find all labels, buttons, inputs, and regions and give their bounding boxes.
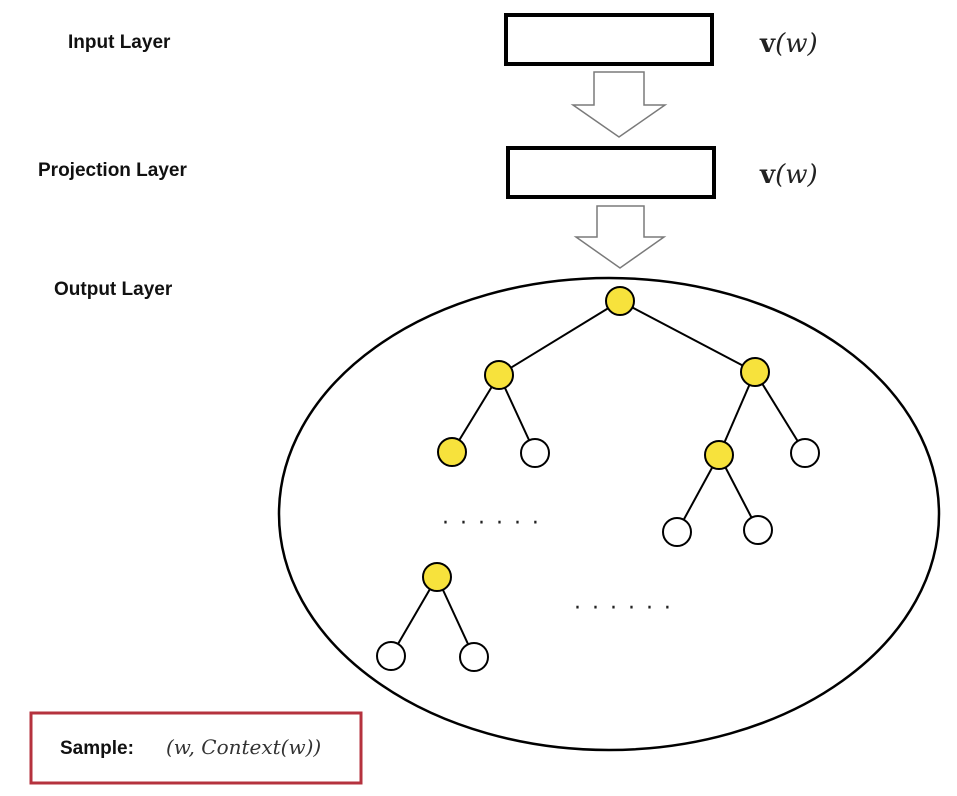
tree-edge	[619, 300, 756, 373]
tree-edge	[390, 576, 438, 657]
tree-node-highlighted	[437, 437, 467, 467]
down-arrow-icon	[570, 71, 668, 138]
tree-node-plain	[662, 517, 692, 547]
tree-node-highlighted	[484, 360, 514, 390]
tree-edge	[451, 374, 500, 453]
projection-vector-symbol: v	[759, 160, 776, 190]
input-layer-box	[504, 13, 714, 66]
sample-box	[29, 711, 363, 785]
projection-vector-label: v(w)	[759, 160, 818, 190]
tree-edge	[754, 371, 806, 454]
tree-node-plain	[743, 515, 773, 545]
tree-node-highlighted	[740, 357, 770, 387]
input-vector-label: v(w)	[759, 29, 818, 59]
tree-edge	[718, 371, 756, 456]
sample-value: (w, Context(w))	[166, 735, 321, 759]
tree-ellipsis-right: · · · · · ·	[574, 596, 673, 621]
tree-node-highlighted	[422, 562, 452, 592]
tree-node-plain	[520, 438, 550, 468]
tree-node-plain	[376, 641, 406, 671]
input-vector-arg: (w)	[775, 29, 818, 59]
tree-node-plain	[790, 438, 820, 468]
input-layer-label: Input Layer	[68, 32, 171, 53]
tree-ellipsis-left: · · · · · ·	[442, 511, 541, 536]
input-vector-symbol: v	[759, 29, 776, 59]
output-layer-ellipse	[277, 276, 941, 752]
output-layer-label: Output Layer	[54, 279, 173, 300]
sample-label: Sample:	[60, 738, 134, 759]
tree-node-plain	[459, 642, 489, 672]
projection-layer-box	[506, 146, 716, 199]
projection-layer-label: Projection Layer	[38, 160, 187, 181]
tree-nodes	[376, 286, 820, 672]
tree-node-highlighted	[704, 440, 734, 470]
tree-edge	[498, 300, 621, 376]
tree-node-highlighted	[605, 286, 635, 316]
down-arrow-icon	[573, 205, 667, 269]
projection-vector-arg: (w)	[775, 160, 818, 190]
